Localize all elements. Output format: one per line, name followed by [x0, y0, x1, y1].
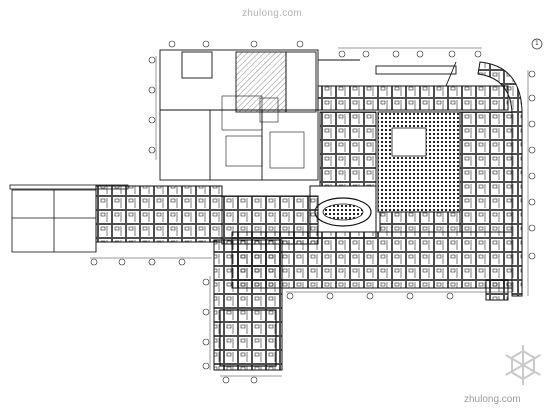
grid-marker-bubble	[531, 38, 543, 50]
grid-marker-label: 1	[535, 40, 539, 47]
watermark-bottom: zhulong.com	[464, 394, 521, 405]
watermark-top: zhulong.com	[242, 8, 302, 19]
grid-axis-bubbles-bottom	[90, 258, 454, 384]
main-building	[95, 61, 523, 371]
grid-axis-bubbles-top	[168, 40, 482, 58]
upper-wing-outline	[159, 49, 319, 181]
snowflake-logo-icon	[505, 345, 541, 385]
top-right-structures	[318, 59, 457, 87]
grid-axis-bubbles-left	[148, 56, 210, 370]
dimension-lines	[90, 47, 529, 377]
grid-axis-bubbles-right	[528, 70, 536, 260]
